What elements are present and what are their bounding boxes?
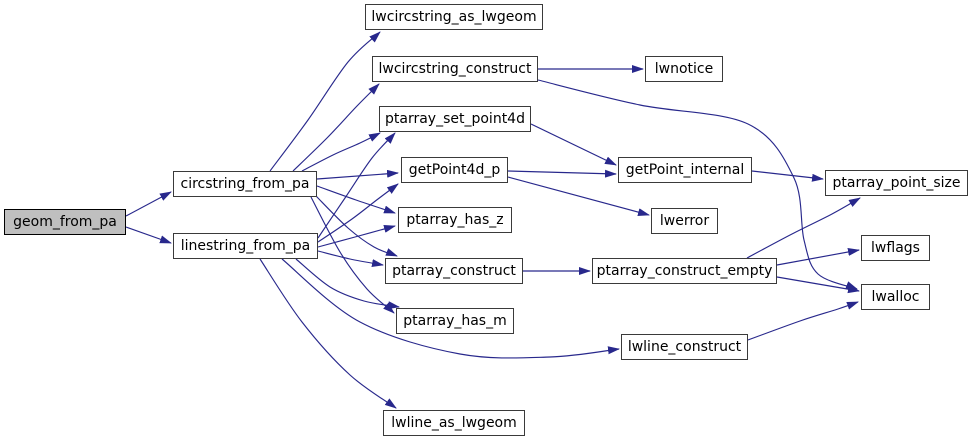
- edge-ptarray_construct_empty-to-lwflags: [776, 248, 860, 266]
- graph-node-circstring_from_pa[interactable]: circstring_from_pa: [173, 171, 317, 197]
- node-label: lwalloc: [871, 289, 920, 305]
- edge-lwline_construct-to-lwalloc: [747, 301, 859, 341]
- graph-node-ptarray_has_z[interactable]: ptarray_has_z: [398, 207, 512, 233]
- graph-node-lwerror[interactable]: lwerror: [651, 208, 718, 234]
- edge-geom_from_pa-to-circstring_from_pa: [125, 191, 172, 217]
- graph-node-lwnotice[interactable]: lwnotice: [645, 56, 723, 82]
- edge-linestring_from_pa-to-ptarray_construct: [317, 250, 384, 267]
- edge-circstring_from_pa-to-getPoint4d_p: [316, 169, 399, 180]
- edge-geom_from_pa-to-linestring_from_pa: [125, 226, 172, 244]
- edge-linestring_from_pa-to-lwline_construct: [281, 258, 620, 359]
- node-label: ptarray_construct_empty: [596, 263, 773, 279]
- graph-node-lwcircstring_as_lwgeom[interactable]: lwcircstring_as_lwgeom: [365, 4, 543, 30]
- node-label: lwcircstring_construct: [378, 61, 532, 77]
- edge-lwcircstring_construct-to-lwalloc: [537, 79, 858, 290]
- edge-linestring_from_pa-to-lwline_as_lwgeom: [259, 258, 397, 409]
- graph-node-getPoint_internal[interactable]: getPoint_internal: [618, 157, 752, 183]
- node-label: lwnotice: [654, 61, 714, 77]
- node-label: ptarray_has_m: [403, 313, 507, 329]
- graph-node-ptarray_set_point4d[interactable]: ptarray_set_point4d: [379, 106, 531, 132]
- edge-circstring_from_pa-to-ptarray_construct: [315, 195, 398, 257]
- node-label: ptarray_has_z: [406, 212, 504, 228]
- edge-circstring_from_pa-to-lwcircstring_construct: [292, 83, 380, 172]
- edge-linestring_from_pa-to-ptarray_has_z: [317, 224, 396, 248]
- edge-linestring_from_pa-to-ptarray_has_m: [295, 258, 400, 310]
- graph-node-getPoint4d_p[interactable]: getPoint4d_p: [401, 157, 508, 183]
- graph-node-lwflags[interactable]: lwflags: [861, 235, 930, 261]
- edge-getPoint4d_p-to-lwerror: [507, 176, 650, 216]
- node-label: circstring_from_pa: [180, 176, 310, 192]
- edge-circstring_from_pa-to-ptarray_has_m: [310, 196, 395, 314]
- edge-circstring_from_pa-to-ptarray_set_point4d: [301, 132, 381, 172]
- edge-ptarray_construct_empty-to-lwalloc: [776, 276, 860, 294]
- node-label: ptarray_construct: [392, 263, 516, 279]
- edge-linestring_from_pa-to-ptarray_set_point4d: [317, 132, 396, 239]
- edge-circstring_from_pa-to-lwcircstring_as_lwgeom: [269, 31, 381, 172]
- node-label: linestring_from_pa: [180, 238, 311, 254]
- graph-node-ptarray_point_size[interactable]: ptarray_point_size: [825, 170, 968, 196]
- node-label: geom_from_pa: [13, 214, 117, 230]
- graph-node-lwalloc[interactable]: lwalloc: [861, 284, 930, 310]
- node-label: getPoint4d_p: [408, 162, 501, 178]
- graph-node-geom_from_pa[interactable]: geom_from_pa: [4, 209, 126, 235]
- edge-getPoint4d_p-to-getPoint_internal: [507, 169, 617, 178]
- node-label: getPoint_internal: [625, 162, 745, 178]
- edge-circstring_from_pa-to-ptarray_has_z: [316, 185, 396, 214]
- graph-node-lwline_as_lwgeom[interactable]: lwline_as_lwgeom: [383, 410, 525, 436]
- graph-node-ptarray_construct[interactable]: ptarray_construct: [385, 258, 523, 284]
- edge-ptarray_construct_empty-to-ptarray_point_size: [746, 197, 861, 259]
- node-label: lwline_as_lwgeom: [391, 415, 517, 431]
- graph-node-ptarray_construct_empty[interactable]: ptarray_construct_empty: [592, 258, 777, 284]
- node-label: lwerror: [659, 213, 710, 229]
- graph-node-lwcircstring_construct[interactable]: lwcircstring_construct: [372, 56, 538, 82]
- edge-getPoint_internal-to-ptarray_point_size: [751, 170, 824, 182]
- edge-linestring_from_pa-to-getPoint4d_p: [317, 183, 399, 243]
- graph-node-linestring_from_pa[interactable]: linestring_from_pa: [173, 233, 318, 259]
- graph-node-lwline_construct[interactable]: lwline_construct: [621, 334, 748, 360]
- node-label: lwline_construct: [627, 339, 742, 355]
- node-label: lwcircstring_as_lwgeom: [371, 9, 537, 25]
- edge-ptarray_set_point4d-to-getPoint_internal: [530, 123, 617, 166]
- graph-node-ptarray_has_m[interactable]: ptarray_has_m: [396, 308, 514, 334]
- node-label: ptarray_point_size: [832, 175, 961, 191]
- node-label: ptarray_set_point4d: [385, 111, 525, 127]
- node-label: lwflags: [871, 240, 920, 256]
